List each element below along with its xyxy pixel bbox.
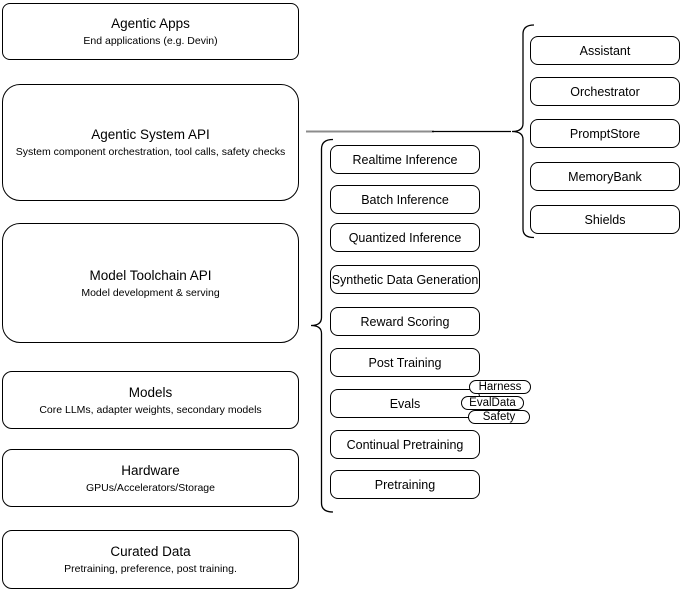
- node-label: Evals: [389, 396, 421, 411]
- node-batch-inference: Batch Inference: [330, 185, 480, 214]
- node-title: Curated Data: [110, 544, 191, 559]
- node-hardware: Hardware GPUs/Accelerators/Storage: [2, 449, 299, 507]
- node-realtime-inference: Realtime Inference: [330, 145, 480, 174]
- node-label: Batch Inference: [361, 192, 449, 207]
- node-models: Models Core LLMs, adapter weights, secon…: [2, 371, 299, 429]
- node-shields: Shields: [530, 205, 680, 234]
- node-title: Model Toolchain API: [89, 267, 212, 283]
- node-title: Agentic System API: [91, 127, 210, 142]
- node-label: Reward Scoring: [360, 314, 450, 329]
- node-label: Post Training: [368, 355, 442, 370]
- node-orchestrator: Orchestrator: [530, 77, 680, 106]
- node-continual-pretraining: Continual Pretraining: [330, 430, 480, 459]
- tag-label: EvalData: [469, 396, 516, 409]
- eval-tag-safety: Safety: [468, 410, 530, 424]
- node-subtitle: System component orchestration, tool cal…: [15, 146, 286, 158]
- node-label: Orchestrator: [570, 84, 640, 99]
- node-agentic-system-api: Agentic System API System component orch…: [2, 84, 299, 201]
- eval-tag-harness: Harness: [469, 380, 531, 394]
- node-evals: Evals: [330, 389, 480, 418]
- node-label: Continual Pretraining: [346, 437, 464, 452]
- node-subtitle: Model development & serving: [81, 286, 220, 299]
- node-label: Shields: [584, 212, 626, 227]
- node-model-toolchain-api: Model Toolchain API Model development & …: [2, 223, 299, 343]
- eval-tag-evaldata: EvalData: [461, 396, 524, 410]
- node-label: Synthetic Data Generation: [331, 272, 479, 287]
- node-label: Realtime Inference: [352, 152, 458, 167]
- node-promptstore: PromptStore: [530, 119, 680, 148]
- node-quantized-inference: Quantized Inference: [330, 223, 480, 252]
- node-memorybank: MemoryBank: [530, 162, 680, 191]
- node-subtitle: End applications (e.g. Devin): [83, 35, 218, 47]
- node-assistant: Assistant: [530, 36, 680, 65]
- node-pretraining: Pretraining: [330, 470, 480, 499]
- node-title: Agentic Apps: [111, 16, 190, 31]
- node-subtitle: Pretraining, preference, post training.: [64, 563, 237, 575]
- node-label: Pretraining: [374, 477, 436, 492]
- node-synthetic-data-generation: Synthetic Data Generation: [330, 265, 480, 294]
- node-title: Hardware: [121, 462, 180, 478]
- node-agentic-apps: Agentic Apps End applications (e.g. Devi…: [2, 3, 299, 60]
- node-label: MemoryBank: [568, 169, 642, 184]
- node-post-training: Post Training: [330, 348, 480, 377]
- node-reward-scoring: Reward Scoring: [330, 307, 480, 336]
- node-label: Assistant: [579, 43, 631, 58]
- node-subtitle: GPUs/Accelerators/Storage: [86, 481, 215, 494]
- node-label: Quantized Inference: [348, 230, 462, 245]
- node-subtitle: Core LLMs, adapter weights, secondary mo…: [39, 403, 262, 416]
- tag-label: Safety: [482, 410, 516, 423]
- node-label: PromptStore: [569, 126, 641, 141]
- tag-label: Harness: [478, 380, 522, 393]
- node-title: Models: [128, 384, 173, 400]
- node-curated-data: Curated Data Pretraining, preference, po…: [2, 530, 299, 589]
